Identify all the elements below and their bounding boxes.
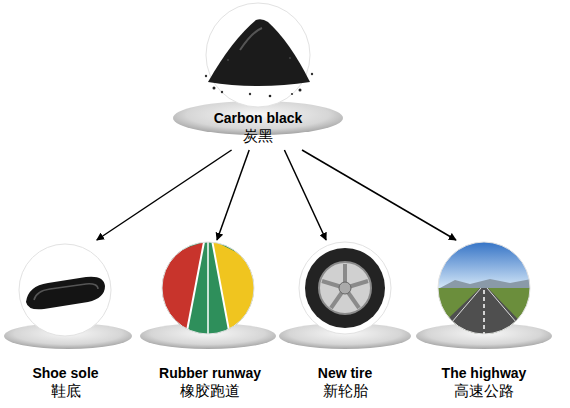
product-node: New tire新轮胎 (282, 240, 408, 405)
shoe-sole-picture (19, 244, 111, 336)
arrow-connector (217, 150, 249, 240)
chinese-label: 高速公路 (454, 382, 514, 401)
highway-picture (430, 240, 534, 336)
product-node: Rubber runway橡胶跑道 (140, 240, 280, 405)
english-label: Shoe sole (32, 365, 98, 382)
chinese-label: 新轮胎 (323, 382, 368, 401)
runway-picture (160, 240, 256, 336)
chinese-label: 炭黑 (243, 127, 273, 146)
tire-picture (299, 242, 391, 334)
product-node: Shoe sole鞋底 (3, 240, 128, 405)
arrow-connector (284, 150, 326, 240)
carbon-pile (205, 3, 313, 107)
product-node: The highway高速公路 (414, 240, 554, 405)
english-label: Rubber runway (159, 365, 261, 382)
chinese-label: 鞋底 (51, 382, 81, 401)
english-label: Carbon black (214, 110, 303, 127)
source-node: Carbon black炭黑 (170, 2, 346, 150)
english-label: New tire (318, 365, 372, 382)
chinese-label: 橡胶跑道 (180, 382, 240, 401)
arrow-connector (302, 150, 456, 240)
english-label: The highway (442, 365, 527, 382)
arrow-connector (97, 150, 232, 240)
